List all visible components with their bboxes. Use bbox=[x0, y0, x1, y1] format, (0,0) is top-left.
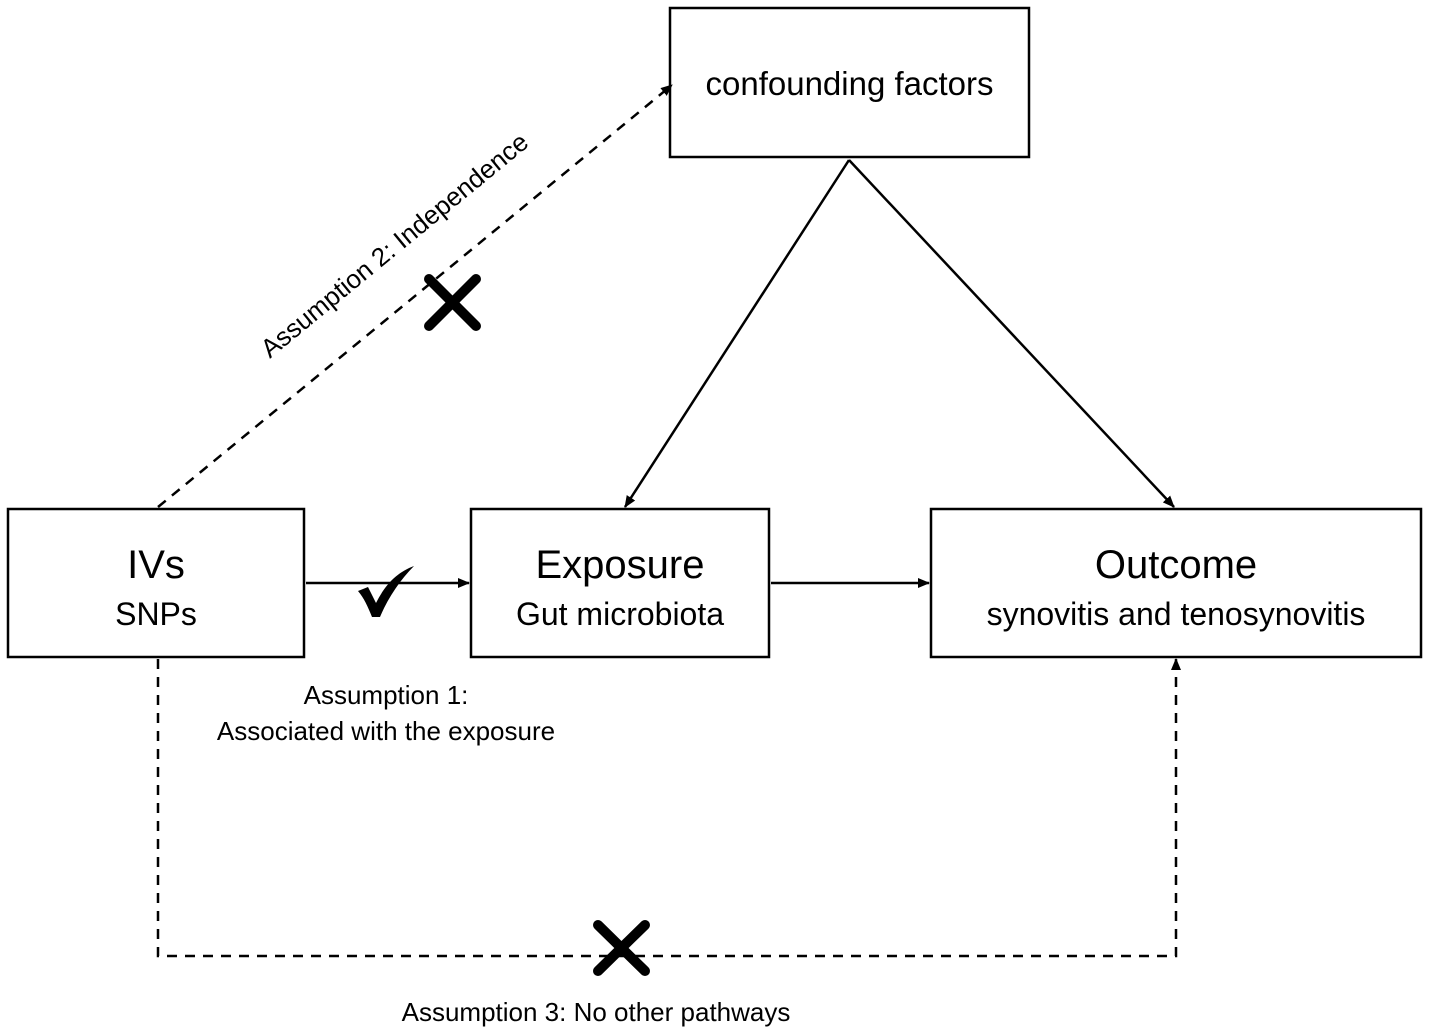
exposure-title: Exposure bbox=[536, 543, 705, 587]
confounders-to-outcome-arrow bbox=[848, 159, 1175, 508]
confounding-factors-label: confounding factors bbox=[705, 65, 993, 102]
outcome-subtitle: synovitis and tenosynovitis bbox=[987, 596, 1366, 632]
check-icon bbox=[358, 566, 414, 617]
confounding-factors-node: confounding factors bbox=[668, 6, 1031, 159]
assumption-3-label: Assumption 3: No other pathways bbox=[402, 997, 791, 1027]
exposure-box bbox=[469, 507, 771, 659]
exposure-subtitle: Gut microbiota bbox=[516, 596, 724, 632]
outcome-title: Outcome bbox=[1095, 543, 1257, 587]
outcome-node: Outcome synovitis and tenosynovitis bbox=[929, 507, 1423, 659]
ivs-to-confounders-dashed-arrow bbox=[157, 84, 673, 508]
assumption-1-line1: Assumption 1: bbox=[304, 680, 469, 710]
assumption-2-label: Assumption 2: Independence bbox=[255, 127, 534, 364]
cross-icon-no-other-pathways bbox=[593, 920, 650, 976]
cross-icon-independence bbox=[424, 274, 481, 331]
confounding-factors-box bbox=[668, 6, 1031, 159]
ivs-to-outcome-dashed-arrow bbox=[156, 658, 1181, 958]
outcome-box bbox=[929, 507, 1423, 659]
confounders-to-exposure-arrow bbox=[623, 159, 851, 508]
ivs-box bbox=[6, 507, 306, 659]
ivs-title: IVs bbox=[127, 543, 185, 587]
ivs-node: IVs SNPs bbox=[6, 507, 306, 659]
exposure-node: Exposure Gut microbiota bbox=[469, 507, 771, 659]
assumption-1-line2: Associated with the exposure bbox=[217, 716, 555, 746]
ivs-subtitle: SNPs bbox=[115, 596, 197, 632]
